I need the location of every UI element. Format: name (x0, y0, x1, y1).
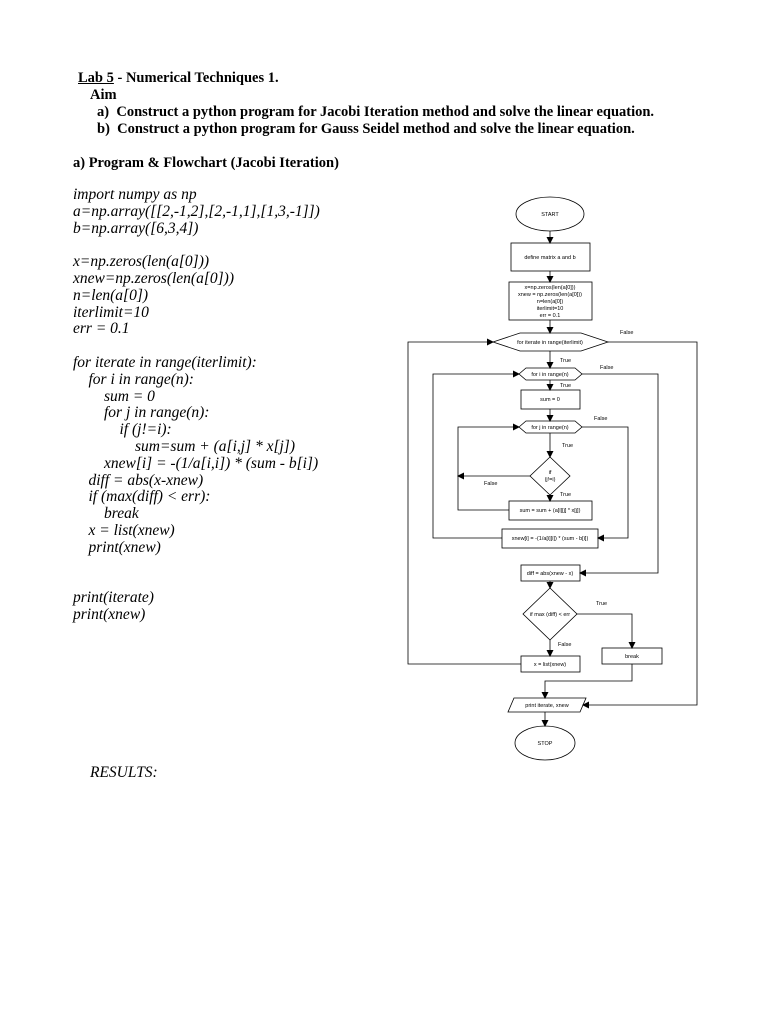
branch-true-label: True (562, 443, 573, 449)
connector (541, 664, 633, 699)
stop-label: STOP (538, 741, 553, 747)
branch-true-label: True (560, 358, 571, 364)
code-line: xnew[i] = -(1/a[i,i]) * (sum - b[i]) (73, 454, 319, 472)
code-line: diff = abs(x-xnew) (73, 471, 204, 489)
define-label: define matrix a and b (524, 255, 575, 261)
aim-label: Aim (90, 87, 117, 103)
code-line: break (73, 505, 139, 523)
outer-loop-label: for iterate in range(iterlimit) (517, 340, 583, 346)
loop-j-label: for j in range(n) (531, 425, 568, 431)
aim-marker: b) (97, 121, 110, 137)
code-line: for j in range(n): (73, 404, 210, 422)
lab-title: Lab 5 - Numerical Techniques 1. (78, 70, 279, 87)
aim-item-b: b) Construct a python program for Gauss … (97, 121, 635, 138)
print-parallelogram (507, 697, 587, 713)
sum-update-label: sum = sum + (a[i][j] * x[j]) (520, 508, 581, 514)
init-line: err = 0.1 (540, 313, 561, 319)
copy-label: x = list(xnew) (534, 662, 566, 668)
branch-false-label: False (484, 481, 497, 487)
init-line: n=len(a[0]) (537, 299, 564, 305)
code-line: print(xnew) (73, 538, 161, 556)
diff-label: diff = abs(xnew - x) (527, 571, 574, 577)
code-line: n=len(a[0]) (73, 286, 149, 304)
code-line: for i in range(n): (73, 370, 194, 388)
break-label: break (625, 654, 639, 660)
loop-i-label: for i in range(n) (531, 372, 568, 378)
section-heading: a) Program & Flowchart (Jacobi Iteration… (73, 155, 339, 171)
branch-true-label: True (596, 601, 607, 607)
code-line: x = list(xnew) (73, 521, 175, 539)
max-check-label: if max (diff) < err (530, 612, 570, 618)
branch-true-label: True (560, 383, 571, 389)
code-line: sum=sum + (a[i,j] * x[j]) (73, 437, 295, 455)
branch-true-label: True (560, 492, 571, 498)
code-line: sum = 0 (73, 387, 155, 405)
results-label: RESULTS: (90, 764, 158, 781)
init-line: xnew = np.zeros(len(a[0])) (518, 292, 582, 298)
init-line: iterlimit=10 (537, 306, 564, 312)
code-line: for iterate in range(iterlimit): (73, 353, 257, 371)
connector (579, 373, 659, 577)
code-line: err = 0.1 (73, 320, 130, 338)
code-line: xnew=np.zeros(len(a[0])) (73, 269, 234, 287)
code-line: x=np.zeros(len(a[0])) (73, 253, 210, 271)
aim-text: Construct a python program for Jacobi It… (116, 104, 655, 120)
code-line: if (j!=i): (73, 421, 172, 439)
code-line: iterlimit=10 (73, 303, 149, 321)
lab-number: Lab 5 (78, 70, 114, 86)
code-listing: import numpy as np a=np.array([[2,-1,2],… (73, 186, 320, 624)
init-line: x=np.zeros(len(a[0])) (525, 285, 576, 291)
code-line: print(iterate) (73, 589, 154, 607)
branch-false-label: False (558, 642, 571, 648)
code-line: b=np.array([6,3,4]) (73, 219, 199, 237)
if-condition-label: (j!=i) (545, 477, 556, 483)
code-line: print(xnew) (73, 605, 146, 623)
sum-init-label: sum = 0 (540, 397, 560, 403)
init-box (508, 281, 593, 321)
code-line: import numpy as np (73, 186, 197, 203)
connector (432, 370, 520, 539)
if-label: if (549, 470, 552, 476)
start-label: START (541, 212, 559, 218)
connector (577, 613, 636, 649)
connector (457, 423, 520, 511)
define-matrix-box (510, 242, 591, 272)
connector (582, 341, 698, 709)
code-line: if (max(diff) < err): (73, 488, 211, 506)
branch-false-label: False (594, 416, 607, 422)
print-label: print iterate, xnew (525, 703, 568, 709)
aim-text: Construct a python program for Gauss Sei… (117, 121, 635, 137)
branch-false-label: False (620, 330, 633, 336)
aim-marker: a) (97, 104, 110, 120)
code-line: a=np.array([[2,-1,2],[2,-1,1],[1,3,-1]]) (73, 202, 320, 220)
if-diamond (529, 456, 571, 496)
branch-false-label: False (600, 365, 613, 371)
lab-subtitle: - Numerical Techniques 1. (113, 70, 279, 86)
aim-item-a: a) Construct a python program for Jacobi… (97, 104, 654, 121)
connector (407, 338, 521, 665)
xnew-update-label: xnew[i] = -(1/a[i][i]) * (sum - b[i]) (512, 536, 589, 542)
connector (582, 426, 629, 542)
